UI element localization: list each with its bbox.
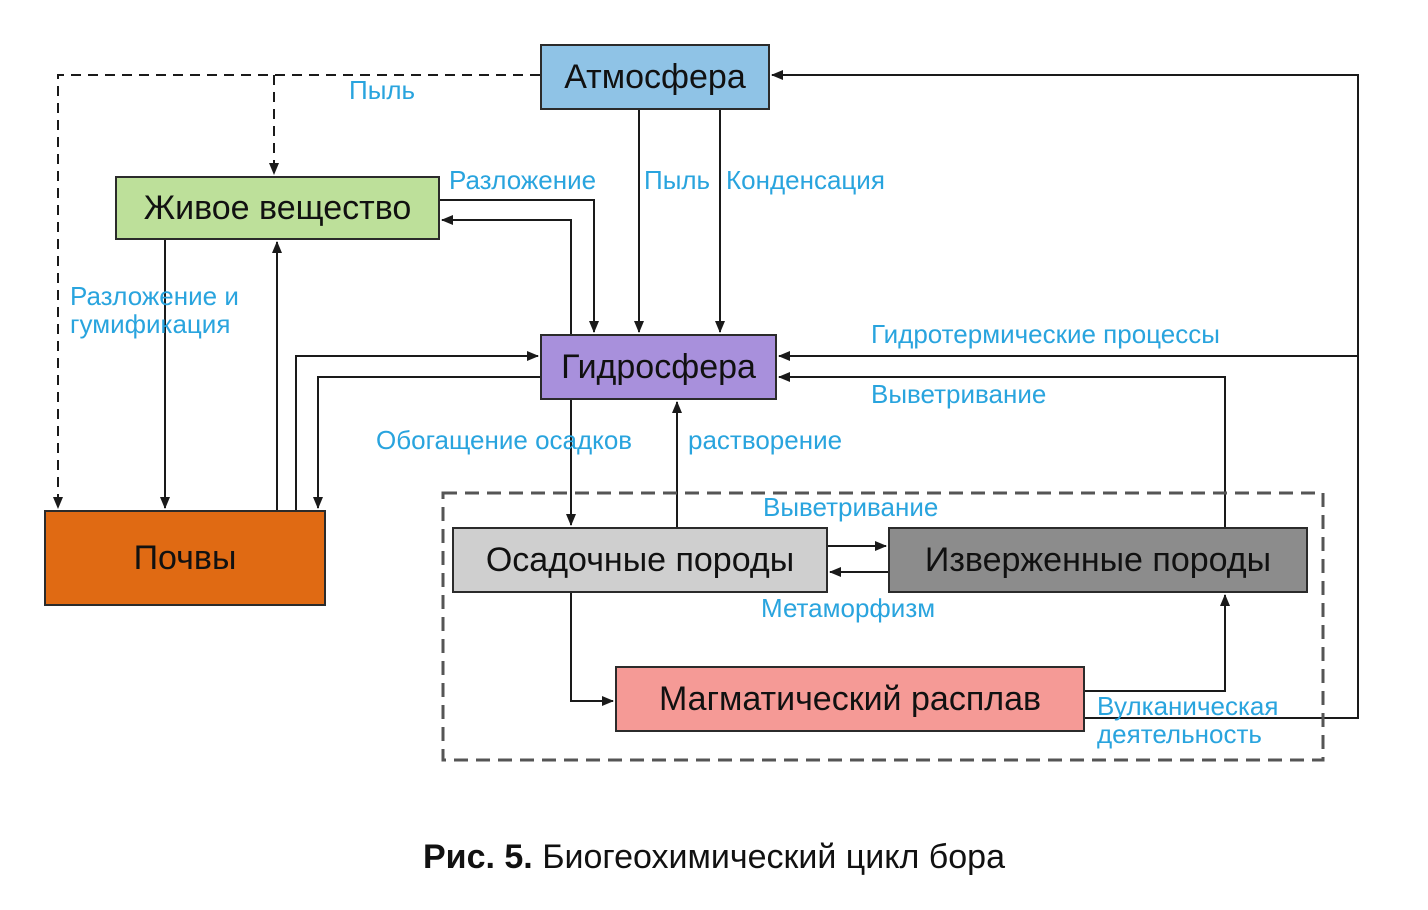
soil-to-hydro-arrow (295, 351, 539, 510)
living-matter-box: Живое вещество (115, 176, 440, 240)
label-decomp-humif-2: гумификация (70, 309, 231, 339)
label-hydrothermal: Гидротермические процессы (871, 319, 1220, 349)
label-enrichment: Обогащение осадков (376, 425, 633, 455)
label-dissolution: растворение (688, 425, 843, 455)
label-weathering-2: Выветривание (763, 492, 939, 522)
label-weathering-1: Выветривание (871, 379, 1047, 409)
label-volcanic-1: Вулканическая (1097, 691, 1279, 721)
hydrosphere-box: Гидросфера (540, 334, 777, 400)
volcanic-line (771, 70, 1359, 719)
hydro-to-living-arrow (441, 215, 572, 334)
figure-caption: Рис. 5. Биогеохимический цикл бора (0, 838, 1428, 877)
igneous-rocks-box: Изверженные породы (888, 527, 1308, 593)
label-dust-top: Пыль (349, 75, 416, 105)
magma-to-ign-arrow (1085, 594, 1230, 692)
label-volcanic-2: деятельность (1097, 719, 1262, 749)
rock-cycle-frame (441, 491, 1325, 762)
hydro-to-soil-arrow (313, 376, 540, 509)
label-decomposition: Разложение (449, 165, 597, 195)
sedimentary-rocks-box: Осадочные породы (452, 527, 828, 593)
label-metamorphism: Метаморфизм (761, 593, 936, 623)
label-decomp-humif-1: Разложение и (70, 281, 239, 311)
soils-box: Почвы (44, 510, 326, 606)
caption-text: Биогеохимический цикл бора (532, 838, 1005, 876)
label-dust: Пыль (644, 165, 711, 195)
label-condensation: Конденсация (726, 165, 885, 195)
decomposition-arrow (440, 199, 599, 333)
magma-box: Магматический расплав (615, 666, 1085, 732)
dust-dashed-line (53, 74, 540, 509)
atmosphere-box: Атмосфера (540, 44, 770, 110)
sed-to-magma-arrow (570, 593, 614, 706)
caption-prefix: Рис. 5. (423, 838, 533, 876)
weathering-arrow (778, 372, 1226, 527)
